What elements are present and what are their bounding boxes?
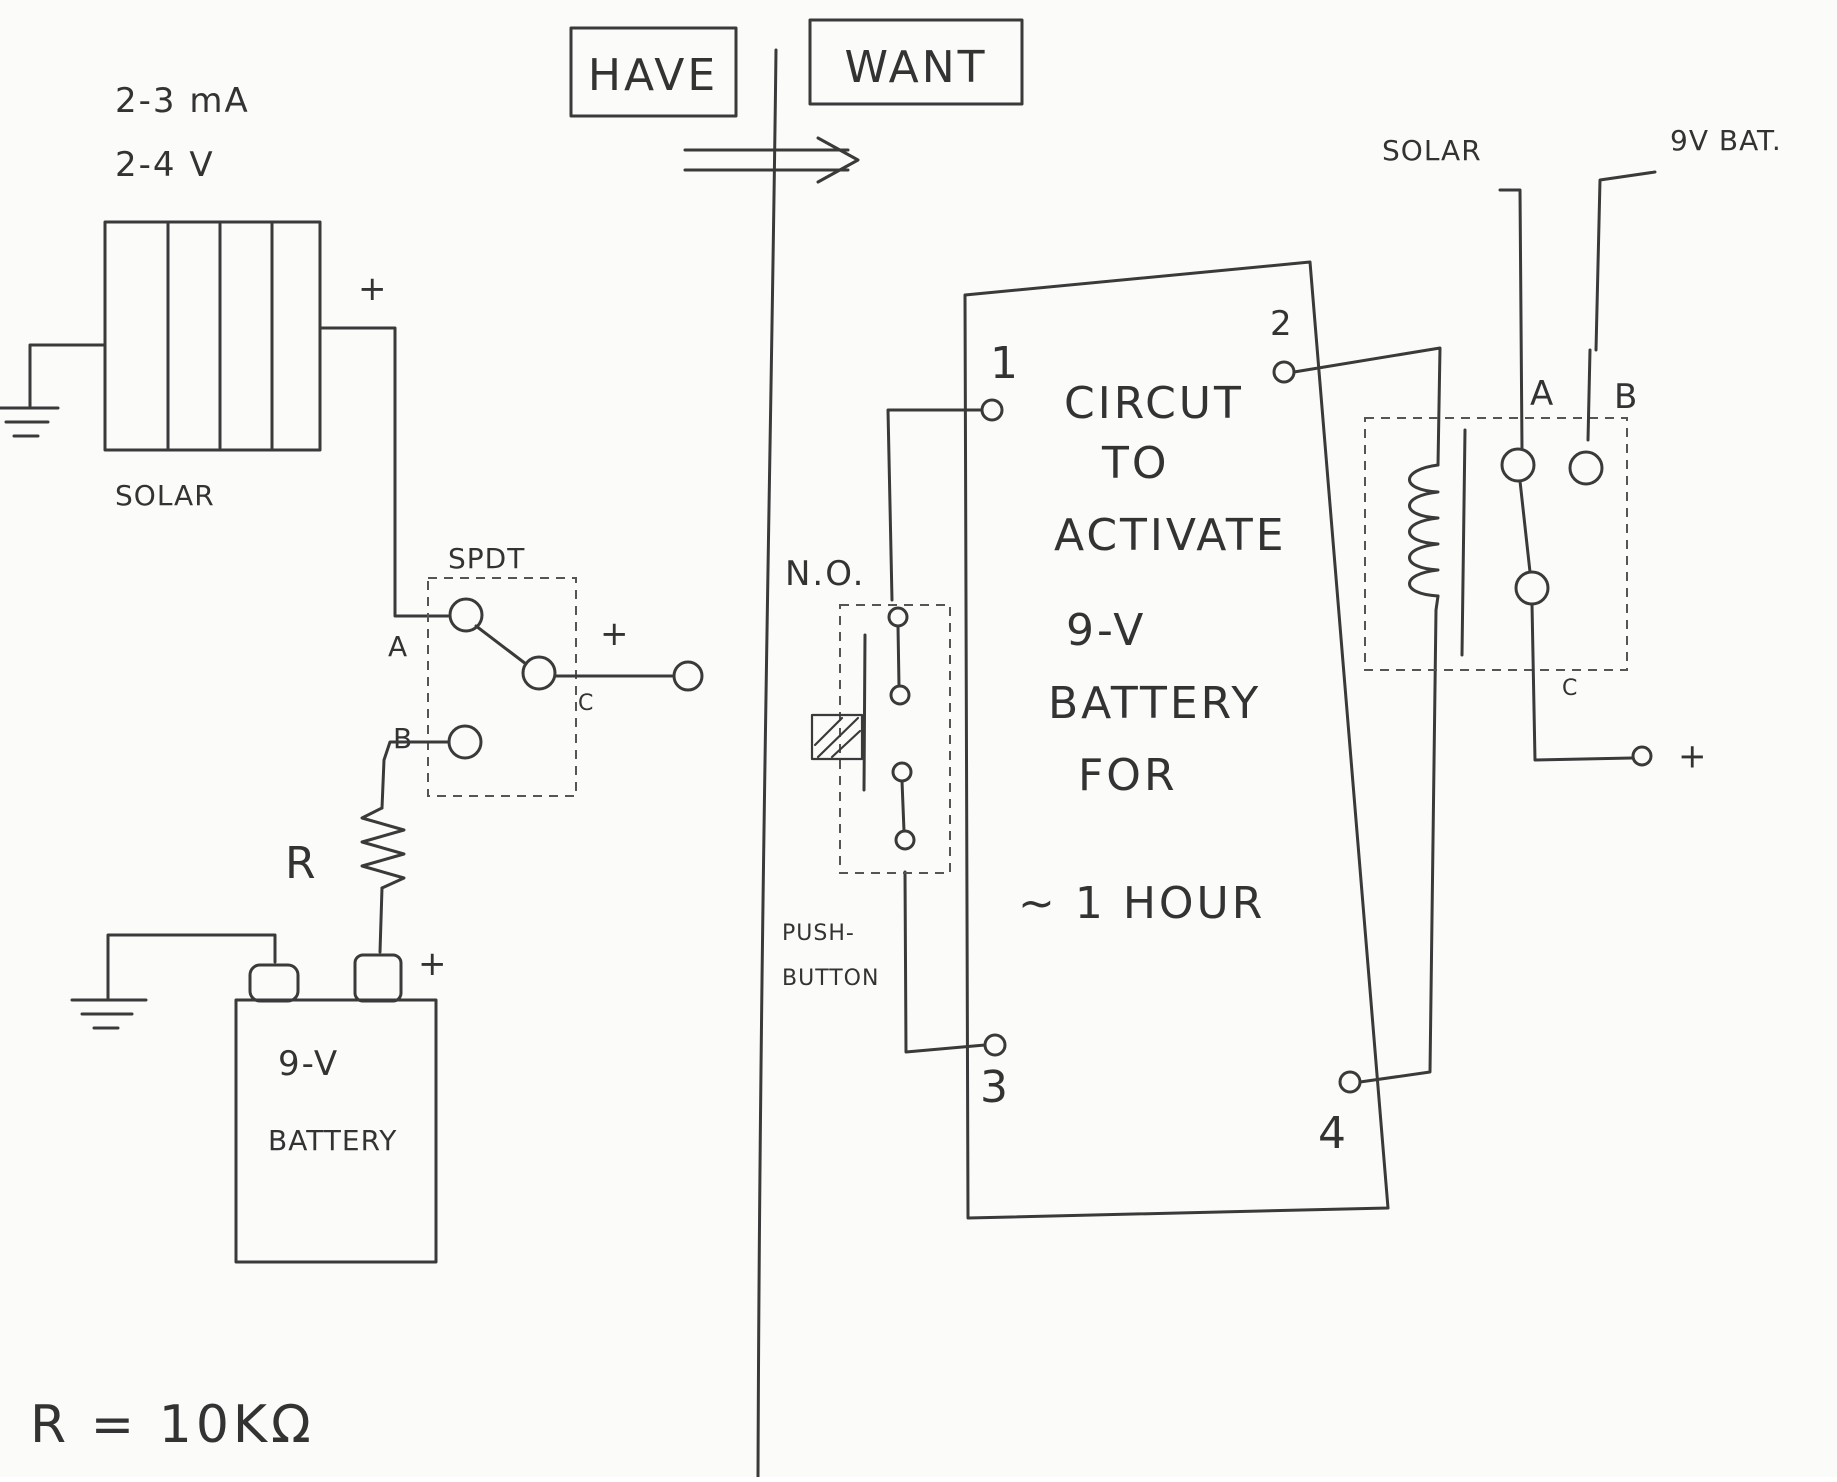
nine-volt-battery — [234, 998, 438, 1264]
circuit-text-line-4: 9-V — [1066, 605, 1146, 656]
spdt-switch-outline — [427, 577, 577, 797]
pin-2-terminal — [1272, 360, 1296, 384]
solar-voltage-spec: 2-4 V — [115, 145, 215, 185]
relay-output-plus-sign: + — [1678, 737, 1709, 777]
solar-panel-cells — [166, 222, 274, 450]
spdt-terminal-c — [521, 655, 557, 691]
arrow-have-to-want — [683, 136, 860, 184]
output-plus-sign: + — [600, 614, 631, 654]
spdt-terminal-b-label: B — [393, 722, 413, 755]
pushbutton-label-1: PUSH- — [782, 921, 855, 946]
pushbutton-outline — [839, 604, 951, 874]
switch-b-wire — [380, 740, 451, 810]
coil-to-pin-4-wire — [1358, 594, 1440, 1084]
relay-terminal-c-label: C — [1562, 676, 1578, 701]
circuit-text-line-1: CIRCUT — [1064, 378, 1244, 429]
relay-output-wire — [1530, 602, 1634, 762]
relay-core-line — [1460, 428, 1467, 657]
pushbutton-contact-3 — [891, 761, 913, 783]
pin-2-label: 2 — [1270, 304, 1294, 344]
resistor-label: R — [285, 838, 319, 889]
have-heading: HAVE — [588, 50, 718, 101]
circuit-text-line-5: BATTERY — [1048, 678, 1261, 729]
relay-battery-input-wire-lower — [1586, 348, 1592, 442]
solar-plus-sign: + — [358, 269, 389, 309]
relay-battery-source-label: 9V BAT. — [1670, 124, 1782, 157]
relay-terminal-a — [1500, 447, 1536, 483]
spdt-label: SPDT — [448, 542, 525, 575]
spdt-switch-arm — [474, 624, 528, 666]
solar-panel — [103, 220, 322, 452]
pin-4-terminal — [1338, 1070, 1362, 1094]
relay-solar-source-label: SOLAR — [1382, 134, 1482, 167]
relay-terminal-a-label: A — [1530, 374, 1555, 414]
circuit-text-line-7: ~ 1 HOUR — [1018, 878, 1265, 929]
pushbutton-cap-hatching — [813, 716, 862, 759]
output-terminal — [672, 660, 704, 692]
have-box — [569, 26, 738, 118]
pin-4-label: 4 — [1318, 1108, 1349, 1159]
solar-current-spec: 2-3 mA — [115, 81, 250, 121]
pin-1-terminal — [980, 398, 1004, 422]
solar-ground-wire — [28, 343, 107, 410]
pushbutton-contact-1 — [887, 606, 909, 628]
pin-3-wire — [903, 870, 987, 1054]
relay-solar-input-wire — [1498, 188, 1524, 452]
pin-1-wire — [886, 408, 984, 602]
circuit-text-line-3: ACTIVATE — [1054, 510, 1287, 561]
battery-label-word: BATTERY — [268, 1124, 397, 1157]
battery-negative-terminal — [248, 963, 300, 1003]
spdt-terminal-b — [447, 724, 483, 760]
pin-1-label: 1 — [990, 338, 1021, 389]
relay-terminal-b-label: B — [1614, 377, 1639, 417]
pushbutton-contact-2 — [889, 684, 911, 706]
pushbutton-plunger — [862, 633, 867, 792]
ground-symbol-battery — [70, 998, 148, 1030]
pushbutton-contact-links — [896, 624, 906, 833]
circuit-text-line-2: TO — [1101, 438, 1170, 489]
relay-contact-arm — [1518, 479, 1532, 574]
resistor-value-note: R = 10KΩ — [30, 1395, 315, 1455]
battery-plus-sign: + — [418, 944, 449, 984]
solar-positive-wire — [318, 326, 450, 618]
timer-circuit-block — [963, 260, 1390, 1220]
want-box — [808, 18, 1024, 106]
pin-3-terminal — [983, 1033, 1007, 1057]
spdt-terminal-c-label: C — [578, 691, 594, 716]
resistor-symbol — [360, 806, 406, 890]
relay-outline — [1364, 417, 1628, 671]
ground-symbol-solar — [0, 406, 60, 438]
spdt-terminal-a — [448, 597, 484, 633]
circuit-text-line-6: FOR — [1078, 750, 1178, 801]
pushbutton-cap — [810, 713, 864, 761]
battery-positive-terminal — [353, 953, 403, 1003]
relay-output-terminal — [1631, 745, 1653, 767]
relay-terminal-c — [1514, 570, 1550, 606]
solar-panel-label: SOLAR — [115, 479, 215, 512]
relay-terminal-b — [1568, 450, 1604, 486]
relay-coil — [1408, 463, 1440, 598]
pin-3-label: 3 — [980, 1062, 1011, 1113]
pushbutton-label-2: BUTTON — [782, 966, 879, 991]
relay-battery-input-wire-upper — [1594, 170, 1657, 352]
pin-2-wire — [1292, 346, 1442, 467]
resistor-to-battery-wire — [378, 886, 384, 954]
battery-label-volts: 9-V — [278, 1044, 339, 1084]
spdt-terminal-a-label: A — [388, 630, 408, 663]
center-divider-line — [756, 48, 778, 1479]
pushbutton-contact-4 — [894, 829, 916, 851]
want-heading: WANT — [845, 42, 988, 93]
pushbutton-type-label: N.O. — [785, 554, 865, 594]
battery-ground-wire — [106, 933, 277, 1002]
